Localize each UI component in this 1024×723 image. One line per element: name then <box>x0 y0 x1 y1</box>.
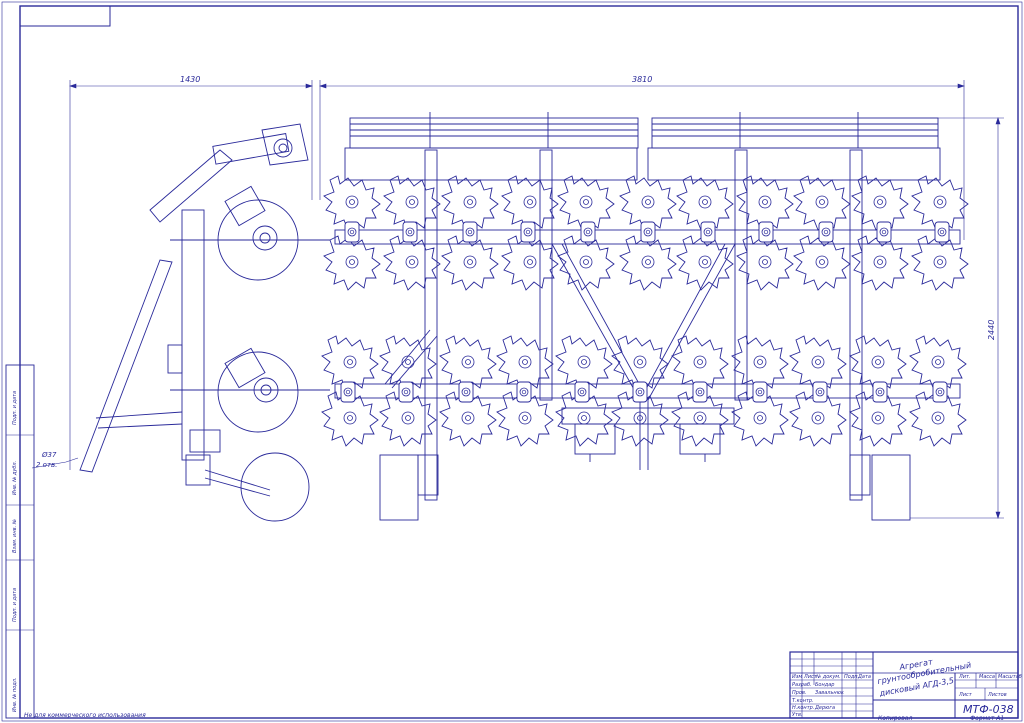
side-stamp-f3: Взам. инв. № <box>12 519 18 553</box>
footer-note: Не для коммерческого использования <box>24 712 146 719</box>
tb-designation: МТФ-038 <box>963 703 1014 716</box>
tb-razrab-name: Бондар <box>815 682 834 688</box>
tb-col-mass: Масса <box>979 674 995 680</box>
side-stamp: Подп. и дата Инв. № дубл. Взам. инв. № П… <box>5 364 35 719</box>
tb-sheets: Листов <box>987 692 1007 698</box>
side-stamp-f2: Инв. № дубл. <box>12 461 18 495</box>
footer-copied: Копировал <box>878 715 912 722</box>
tb-row-tkontr: Т.контр. <box>792 698 814 704</box>
tb-col-lit: Лит. <box>958 674 971 680</box>
tb-prov-name: Завальнюк <box>815 690 844 696</box>
tb-sheet: Лист <box>958 692 973 698</box>
tb-row-razrab: Разраб. <box>792 682 812 688</box>
tb-row-izm: Изм <box>792 674 802 680</box>
footer-format: Формат А1 <box>970 715 1004 722</box>
dimensions <box>31 80 1004 519</box>
side-stamp-f1: Подп. и дата <box>12 391 18 425</box>
side-stamp-f5: Инв. № подл. <box>12 678 18 713</box>
tb-row-podp: Подп. <box>844 674 859 680</box>
tb-row-ndoc: № докум. <box>815 674 841 680</box>
tb-row-utv: Утв. <box>792 712 803 718</box>
dim-1430: 1430 <box>180 75 200 84</box>
drawing-frame <box>19 5 1019 719</box>
tb-row-nkontr: Н.контр. <box>792 705 814 711</box>
dim-hole-dia: Ø37 <box>41 451 57 459</box>
tb-row-list: Лист <box>803 674 818 680</box>
title-block <box>789 651 1019 719</box>
dim-hole-count: 2 отв. <box>36 461 57 469</box>
side-stamp-f4: Подп. и дата <box>12 588 18 622</box>
tb-nkontr-name: Дерюга <box>814 705 835 711</box>
tb-row-prov: Пров. <box>792 690 807 696</box>
disc-brackets <box>340 221 950 403</box>
dim-3810: 3810 <box>632 75 652 84</box>
machine-top-view <box>79 112 961 522</box>
tb-col-scale: Масштаб <box>998 674 1022 680</box>
dim-2440: 2440 <box>987 320 996 340</box>
tb-row-date: Дата <box>857 674 871 680</box>
